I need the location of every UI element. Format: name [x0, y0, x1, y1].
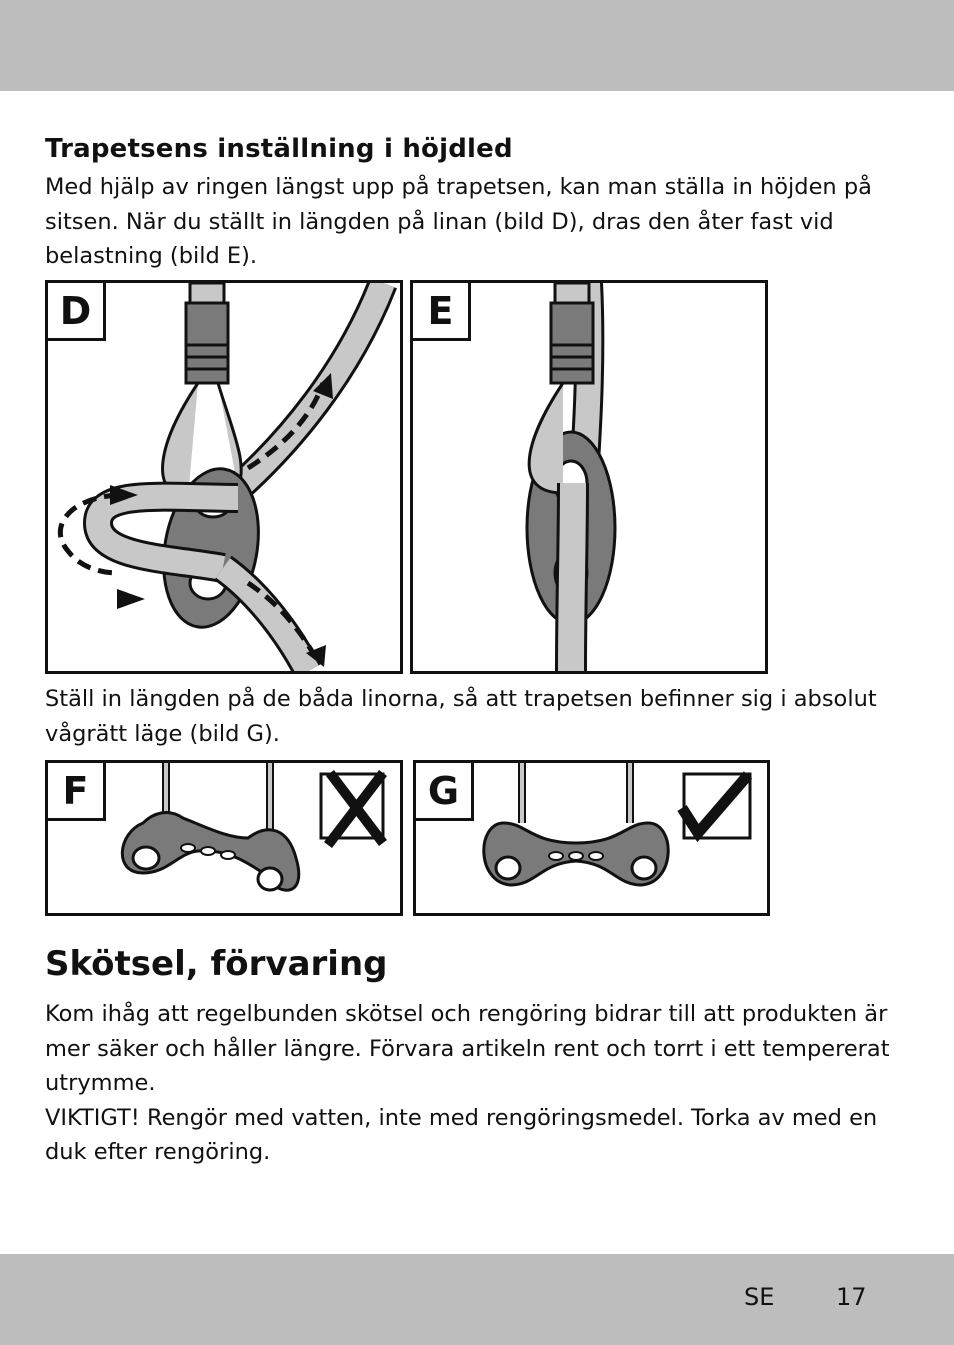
figure-f-illustration	[120, 763, 387, 892]
footer-bar	[0, 1254, 954, 1345]
page-number: 17	[836, 1283, 867, 1311]
care-text-2: VIKTIGT! Rengör med vatten, inte med ren…	[45, 1104, 878, 1166]
figure-f-label: F	[48, 763, 106, 821]
header-bar	[0, 0, 954, 91]
figure-g: G	[413, 760, 770, 916]
care-text: Kom ihåg att regelbunden skötsel och ren…	[45, 997, 915, 1170]
care-heading: Skötsel, förvaring	[45, 944, 388, 984]
figure-e-label: E	[413, 283, 471, 341]
height-adjustment-text: Med hjälp av ringen längst upp på trapet…	[45, 174, 872, 269]
figure-d-label: D	[48, 283, 106, 341]
figure-g-label: G	[416, 763, 474, 821]
figure-f: F	[45, 760, 403, 916]
footer-language: SE	[744, 1283, 775, 1311]
adjust-lines-text: Ställ in längden på de båda linorna, så …	[45, 686, 877, 747]
figure-d-illustration	[57, 283, 397, 671]
figure-g-illustration	[482, 763, 753, 887]
figure-d: D	[45, 280, 403, 674]
figure-e: E	[410, 280, 768, 674]
section-heading-height-adjustment: Trapetsens inställning i höjdled	[45, 134, 513, 164]
cross-icon	[324, 769, 387, 849]
check-icon	[677, 771, 753, 843]
care-text-1: Kom ihåg att regelbunden skötsel och ren…	[45, 1001, 890, 1096]
figure-e-illustration	[525, 283, 617, 671]
